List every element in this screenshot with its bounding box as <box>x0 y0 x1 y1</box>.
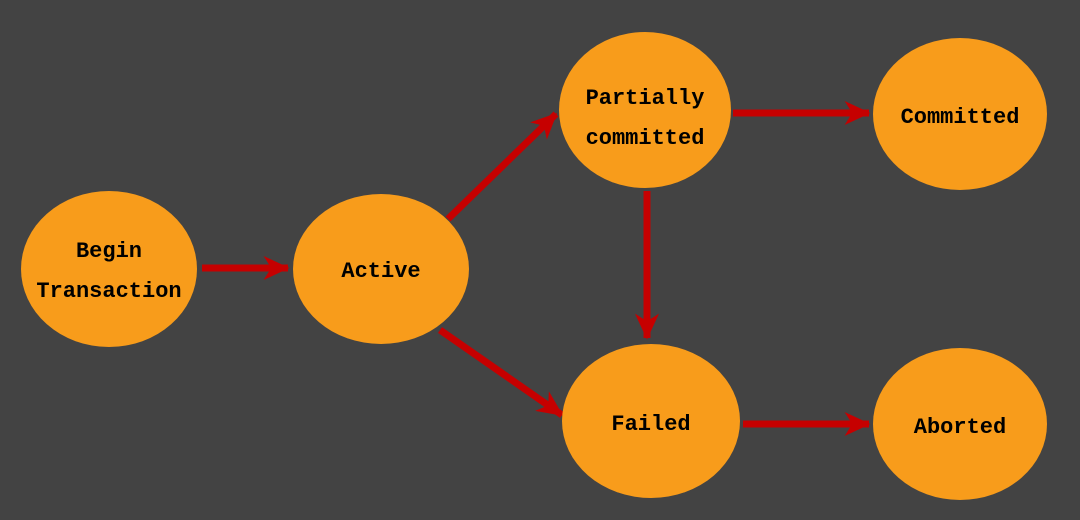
aborted-label: Aborted <box>914 415 1006 440</box>
aborted-ellipse <box>873 348 1047 500</box>
begin-transaction-label-line2: Transaction <box>36 279 181 304</box>
edge-active-to-failed <box>437 327 565 418</box>
committed-label: Committed <box>901 105 1020 130</box>
node-failed: Failed <box>562 344 740 498</box>
edge-active-to-partially-committed <box>445 111 559 222</box>
node-partially-committed: Partially committed <box>559 32 731 188</box>
node-begin-transaction: Begin Transaction <box>21 191 197 347</box>
partially-committed-ellipse <box>559 32 731 188</box>
begin-transaction-ellipse <box>21 191 197 347</box>
failed-label: Failed <box>611 412 690 437</box>
partially-committed-label-line2: committed <box>586 126 705 151</box>
begin-transaction-label-line1: Begin <box>76 239 142 264</box>
node-aborted: Aborted <box>873 348 1047 500</box>
node-committed: Committed <box>873 38 1047 190</box>
edges <box>202 101 871 436</box>
partially-committed-label-line1: Partially <box>586 86 705 111</box>
active-label: Active <box>341 259 420 284</box>
node-active: Active <box>293 194 469 344</box>
active-ellipse <box>293 194 469 344</box>
failed-ellipse <box>562 344 740 498</box>
committed-ellipse <box>873 38 1047 190</box>
